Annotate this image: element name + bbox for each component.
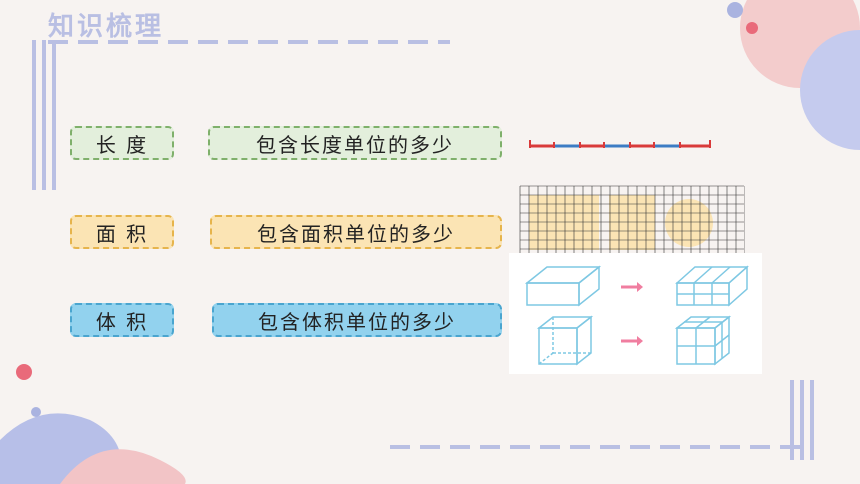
volume-cubes-illustration (524, 265, 749, 366)
cube-icon (536, 315, 594, 366)
pink-blob-bottom-left (60, 449, 186, 484)
desc-length: 包含长度单位的多少 (208, 126, 502, 160)
segmented-flat-box-icon (675, 265, 749, 307)
right-bar-3 (810, 380, 814, 460)
pink-dot (746, 22, 758, 34)
area-grid-illustration (519, 185, 745, 256)
right-bar-1 (790, 380, 794, 460)
desc-volume: 包含体积单位的多少 (212, 303, 502, 337)
arrow-icon-1 (621, 282, 643, 292)
left-bar-1 (32, 40, 36, 190)
red-dot-left (16, 364, 32, 380)
desc-area: 包含面积单位的多少 (210, 215, 502, 249)
segmented-cube-icon (674, 315, 732, 366)
flat-box-icon (524, 265, 602, 307)
blue-dot (727, 2, 743, 18)
blue-dot-left (31, 407, 41, 417)
left-bar-2 (42, 40, 46, 190)
length-ruler-illustration (529, 140, 711, 148)
right-bar-2 (800, 380, 804, 460)
left-bar-3 (52, 40, 56, 190)
arrow-icon-2 (621, 336, 643, 346)
page-title: 知识梳理 (48, 12, 165, 42)
term-area: 面 积 (70, 215, 174, 249)
blue-blob-top-right (800, 30, 860, 150)
term-volume: 体 积 (70, 303, 174, 337)
term-length: 长 度 (70, 126, 174, 160)
